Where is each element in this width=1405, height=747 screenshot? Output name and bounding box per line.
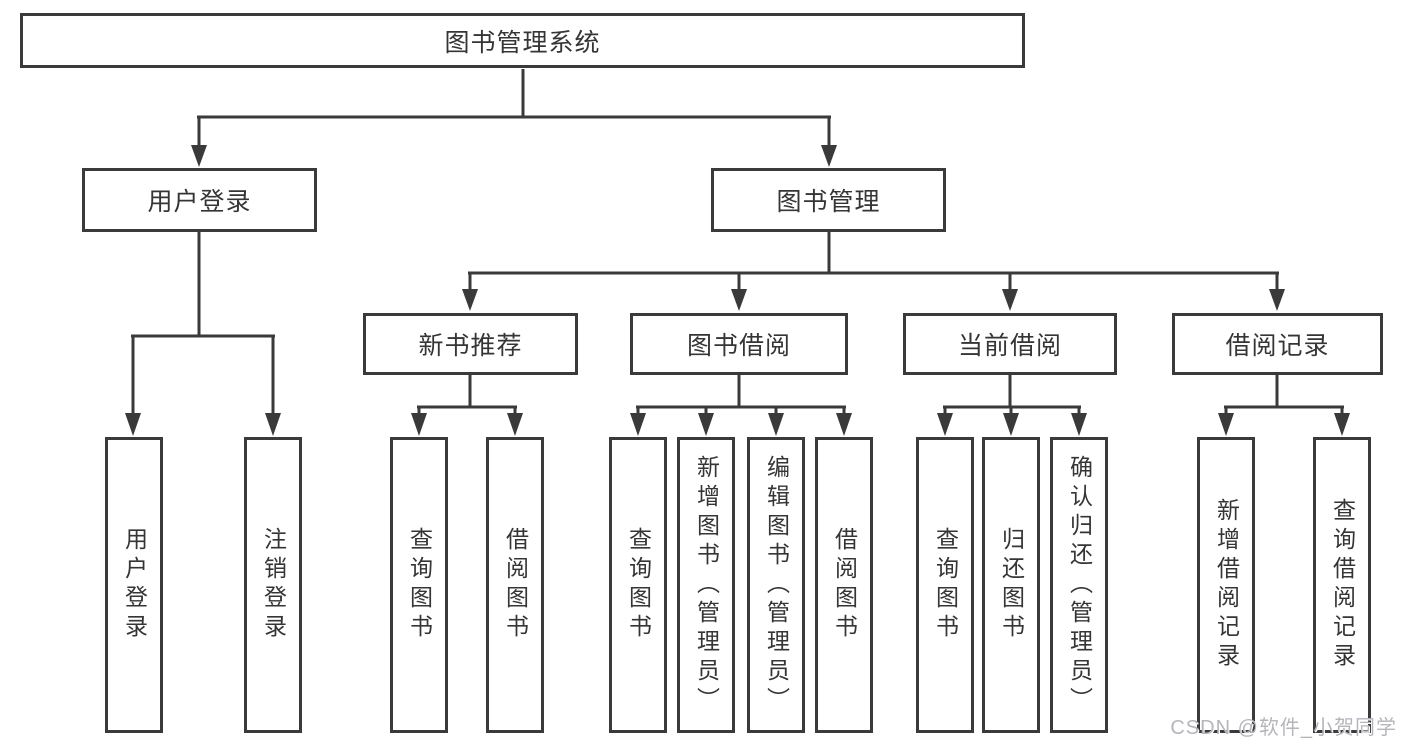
- leaf-edit-books-admin: 编辑图书（管理员）: [747, 437, 805, 733]
- node-label: 新增借阅记录: [1213, 498, 1240, 672]
- leaf-query-books-recommend: 查询图书: [390, 437, 448, 733]
- node-label: 确认归还（管理员）: [1066, 454, 1093, 716]
- node-label: 查询图书: [406, 527, 433, 643]
- leaf-query-borrow-record: 查询借阅记录: [1313, 437, 1371, 733]
- node-label: 新增图书（管理员）: [693, 454, 720, 716]
- leaf-confirm-return-admin: 确认归还（管理员）: [1050, 437, 1108, 733]
- node-label: 编辑图书（管理员）: [763, 454, 790, 716]
- leaf-query-books-current: 查询图书: [916, 437, 974, 733]
- node-library-management-system: 图书管理系统: [20, 13, 1025, 68]
- node-book-management-module: 图书管理: [711, 168, 946, 232]
- node-new-book-recommendation: 新书推荐: [363, 313, 578, 375]
- leaf-borrow-books: 借阅图书: [815, 437, 873, 733]
- leaf-user-login: 用户登录: [105, 437, 163, 733]
- leaf-logout: 注销登录: [244, 437, 302, 733]
- node-user-login-module: 用户登录: [82, 168, 317, 232]
- node-current-borrowing: 当前借阅: [903, 313, 1117, 375]
- node-label: 查询图书: [932, 527, 959, 643]
- node-label: 借阅图书: [502, 527, 529, 643]
- node-label: 归还图书: [998, 527, 1025, 643]
- node-book-borrowing: 图书借阅: [630, 313, 848, 375]
- leaf-add-books-admin: 新增图书（管理员）: [677, 437, 735, 733]
- node-label: 图书借阅: [686, 332, 791, 360]
- leaf-add-borrow-record: 新增借阅记录: [1197, 437, 1255, 733]
- node-label: 借阅图书: [831, 527, 858, 643]
- leaf-return-books: 归还图书: [982, 437, 1040, 733]
- node-label: 注销登录: [260, 527, 287, 643]
- node-label: 新书推荐: [418, 332, 523, 360]
- node-label: 查询借阅记录: [1329, 498, 1356, 672]
- node-label: 借阅记录: [1225, 332, 1330, 360]
- leaf-query-books-borrow: 查询图书: [609, 437, 667, 733]
- node-label: 用户登录: [147, 188, 252, 216]
- csdn-watermark: CSDN @软件_小贺同学: [1170, 717, 1397, 739]
- node-label: 当前借阅: [957, 332, 1062, 360]
- node-label: 图书管理系统: [444, 28, 601, 57]
- node-label: 查询图书: [625, 527, 652, 643]
- leaf-borrow-books-recommend: 借阅图书: [486, 437, 544, 733]
- node-borrowing-records: 借阅记录: [1172, 313, 1383, 375]
- node-label: 图书管理: [776, 188, 881, 216]
- node-label: 用户登录: [121, 527, 148, 643]
